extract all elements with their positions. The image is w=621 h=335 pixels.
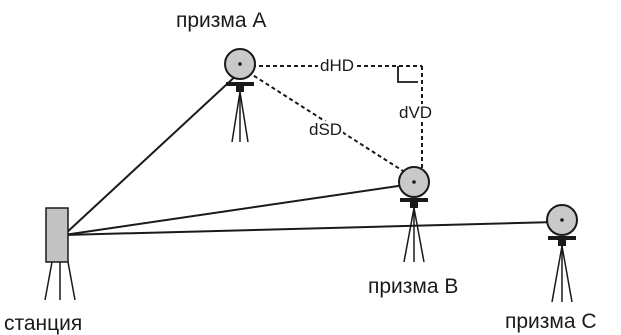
station-label: станция xyxy=(4,312,83,335)
dsd-label: dSD xyxy=(308,120,344,139)
prism-c-label: призма С xyxy=(505,310,597,333)
sight-line-b xyxy=(63,183,413,236)
dvd-label: dVD xyxy=(398,103,434,122)
right-angle-marker xyxy=(397,66,418,83)
prism-c xyxy=(546,204,578,303)
prism-a xyxy=(224,48,256,143)
station xyxy=(44,207,76,301)
sight-line-c xyxy=(63,221,557,236)
sight-line-a xyxy=(63,71,241,236)
prism-b-label: призма В xyxy=(368,275,459,298)
prism-b xyxy=(398,166,430,263)
dhd-label: dHD xyxy=(318,56,357,75)
prism-a-label: призма А xyxy=(176,9,267,32)
station-instrument xyxy=(45,207,69,263)
